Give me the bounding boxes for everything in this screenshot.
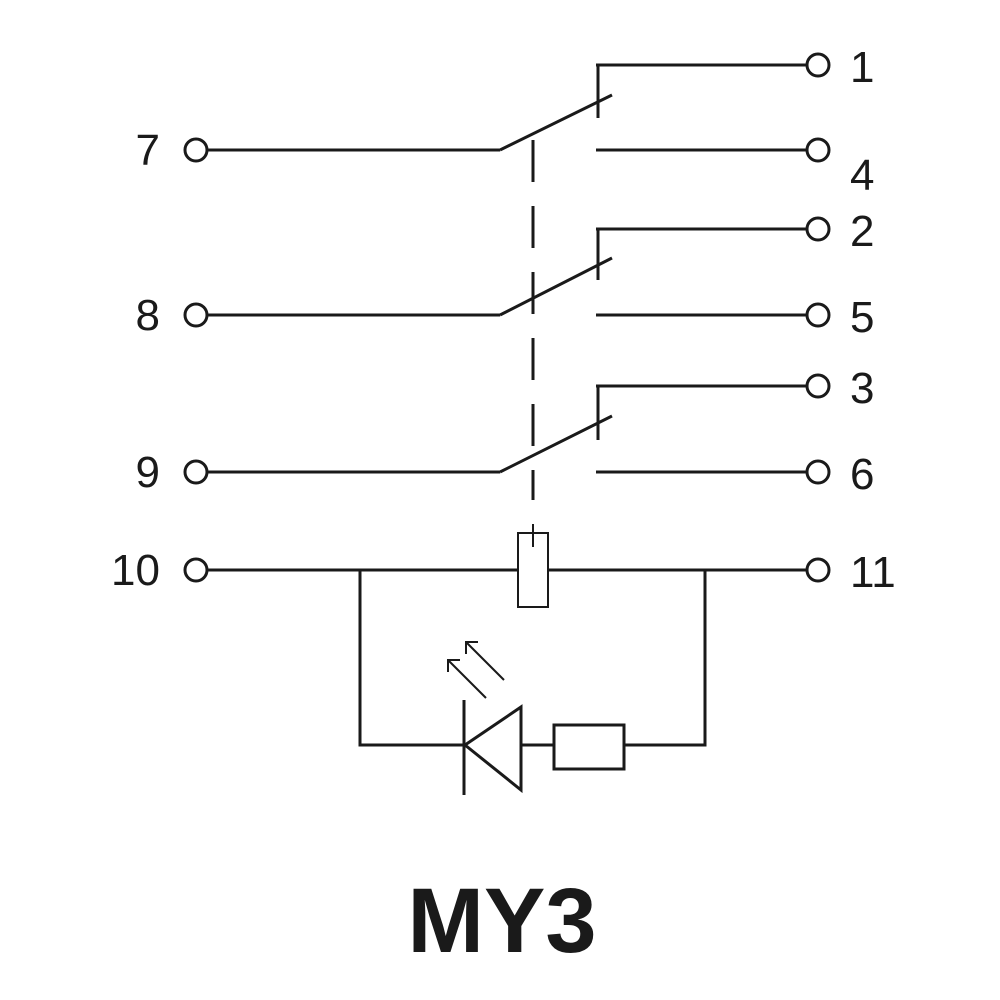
terminal-11-icon <box>805 557 831 583</box>
led-branch-left <box>358 570 463 747</box>
terminal-2-icon <box>805 216 831 242</box>
led-branch-right <box>624 570 707 747</box>
terminal-9-label: 9 <box>136 448 160 497</box>
contact-set-1 <box>208 63 806 152</box>
terminal-4-icon <box>805 137 831 163</box>
terminal-2-label: 2 <box>850 207 874 256</box>
terminal-labels: 7 8 9 10 1 4 2 5 3 6 11 <box>111 43 896 597</box>
terminal-5-icon <box>805 302 831 328</box>
terminal-8-icon <box>183 302 209 328</box>
terminal-8-label: 8 <box>136 291 160 340</box>
light-emission-arrows-icon <box>447 641 505 699</box>
terminal-1-icon <box>805 52 831 78</box>
terminal-4-label: 4 <box>850 151 874 200</box>
led-diode-icon <box>462 704 523 794</box>
diagram-title: MY3 <box>407 870 596 972</box>
terminal-6-icon <box>805 459 831 485</box>
switch-blade-3 <box>499 414 613 474</box>
terminal-1-label: 1 <box>850 43 874 92</box>
terminal-7-label: 7 <box>136 126 160 175</box>
contact-set-3 <box>208 384 806 474</box>
switch-blade-1 <box>499 93 613 152</box>
contact-set-2 <box>208 227 806 317</box>
switch-blade-2 <box>499 256 613 317</box>
terminal-7-icon <box>183 137 209 163</box>
terminal-10-label: 10 <box>111 546 160 595</box>
terminal-6-label: 6 <box>850 450 874 499</box>
resistor-icon <box>552 723 626 771</box>
terminal-11-label: 11 <box>850 548 896 597</box>
terminals <box>183 52 831 583</box>
terminal-3-icon <box>805 373 831 399</box>
coil-circuit <box>208 524 806 795</box>
terminal-10-icon <box>183 557 209 583</box>
terminal-5-label: 5 <box>850 293 874 342</box>
terminal-3-label: 3 <box>850 364 874 413</box>
terminal-9-icon <box>183 459 209 485</box>
